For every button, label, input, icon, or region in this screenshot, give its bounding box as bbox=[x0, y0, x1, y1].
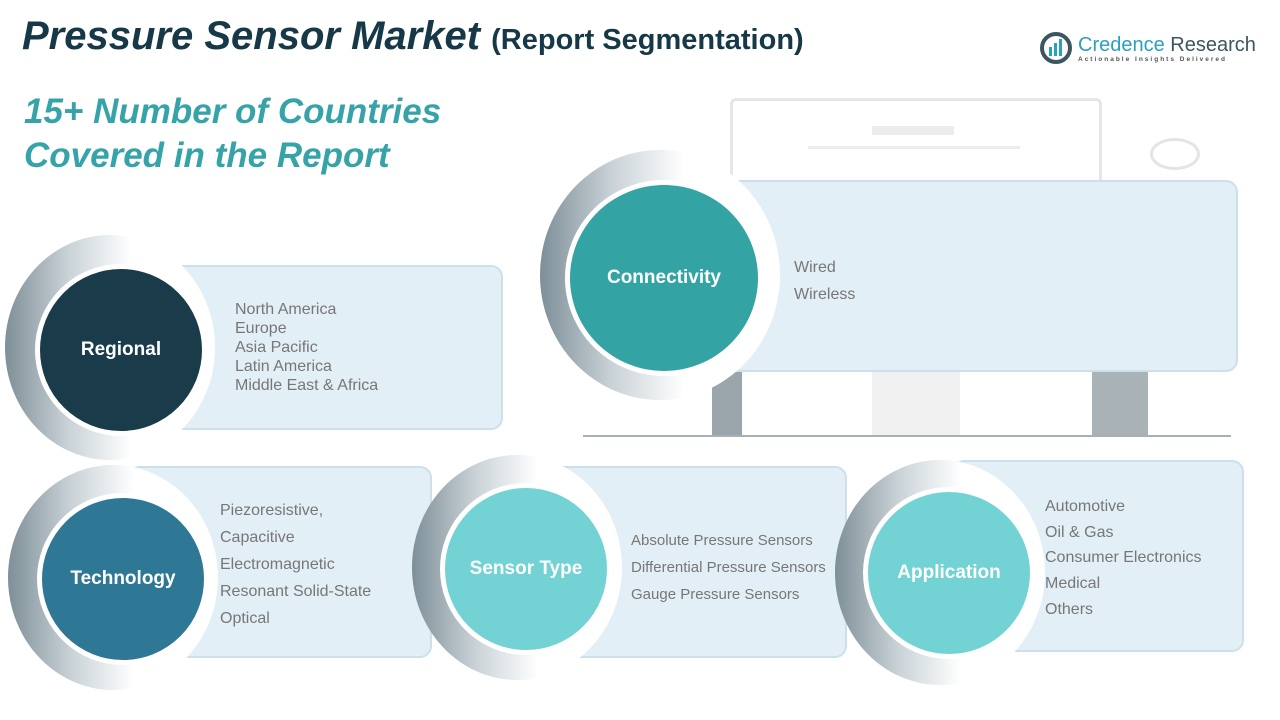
illustration-line bbox=[808, 146, 1020, 149]
countries-line-2: Covered in the Report bbox=[24, 136, 390, 175]
list-item: Europe bbox=[235, 320, 287, 337]
logo-tagline: Actionable Insights Delivered bbox=[1078, 55, 1228, 63]
application-circle: Application bbox=[863, 487, 1035, 659]
logo: Credence Research Actionable Insights De… bbox=[1040, 32, 1256, 64]
list-item: Optical bbox=[220, 610, 270, 627]
sensor-type-label: Sensor Type bbox=[469, 558, 583, 579]
list-item: Differential Pressure Sensors bbox=[631, 559, 826, 576]
title-suffix: (Report Segmentation) bbox=[491, 24, 804, 56]
monitor-illustration bbox=[730, 98, 1102, 208]
illustration-bar bbox=[872, 126, 954, 135]
list-item: Others bbox=[1045, 600, 1094, 618]
list-item: Automotive bbox=[1045, 498, 1126, 515]
list-item: Capacitive bbox=[220, 529, 295, 546]
list-item: Gauge Pressure Sensors bbox=[631, 586, 800, 603]
list-item: Latin America bbox=[235, 358, 332, 375]
list-item: Electromagnetic bbox=[220, 556, 335, 573]
chat-bubble-icon bbox=[1150, 138, 1200, 170]
regional-circle: Regional bbox=[35, 264, 207, 436]
application-label: Application bbox=[897, 562, 1001, 583]
countries-line-1: 15+ Number of Countries bbox=[24, 92, 442, 131]
list-item: Middle East & Africa bbox=[235, 377, 379, 394]
list-item: North America bbox=[235, 301, 337, 318]
list-item: Wireless bbox=[794, 286, 856, 303]
list-item: Consumer Electronics bbox=[1045, 549, 1202, 567]
logo-name-2: Research bbox=[1170, 33, 1256, 56]
page-title: Pressure Sensor Market (Report Segmentat… bbox=[22, 14, 804, 59]
list-item: Resonant Solid-State bbox=[220, 583, 372, 600]
list-item: Oil & Gas bbox=[1045, 523, 1114, 541]
list-item: Absolute Pressure Sensors bbox=[631, 532, 813, 549]
logo-chart-icon bbox=[1040, 32, 1072, 64]
technology-label: Technology bbox=[70, 568, 176, 589]
title-main: Pressure Sensor Market bbox=[22, 14, 481, 58]
connectivity-box bbox=[705, 180, 1238, 372]
list-item: Medical bbox=[1045, 575, 1101, 593]
ground-line bbox=[583, 435, 1231, 437]
connectivity-label: Connectivity bbox=[606, 267, 722, 288]
sensor-type-circle: Sensor Type bbox=[440, 483, 612, 655]
person-right-legs bbox=[1092, 372, 1148, 436]
technology-circle: Technology bbox=[37, 493, 209, 665]
logo-name-1: Credence bbox=[1078, 33, 1165, 56]
regional-label: Regional bbox=[80, 339, 162, 360]
list-item: Asia Pacific bbox=[235, 339, 318, 356]
illustration-stand bbox=[872, 372, 960, 436]
connectivity-circle: Connectivity bbox=[565, 180, 763, 376]
list-item: Piezoresistive, bbox=[220, 502, 324, 519]
list-item: Wired bbox=[794, 259, 836, 276]
